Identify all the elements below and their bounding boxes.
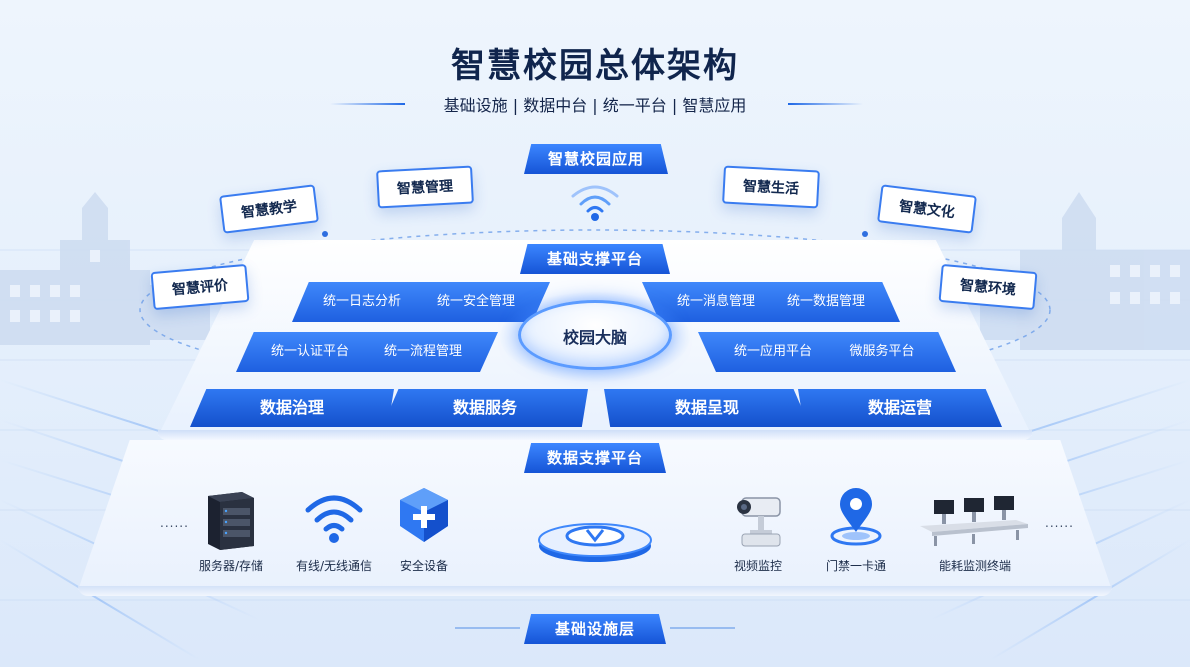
basic-support-banner: 基础支撑平台 (520, 244, 670, 274)
campus-brain (518, 300, 672, 370)
subtitle-line-right (788, 103, 863, 105)
location-icon (830, 488, 882, 546)
device-label-access: 门禁一卡通 (825, 559, 886, 573)
data-support-banner: 数据支撑平台 (524, 443, 666, 473)
ellipsis-right: ...... (1045, 516, 1074, 530)
device-label-network: 有线/无线通信 (295, 559, 373, 573)
page-subtitle: 基础设施 | 数据中台 | 统一平台 | 智慧应用 (443, 96, 747, 115)
data-presentation: 数据呈现 (604, 389, 810, 427)
app-card-life: 智慧生活 (722, 165, 820, 209)
module-microservice-platform: 微服务平台 (808, 332, 956, 372)
subtitle-line-left (330, 103, 405, 105)
wifi-icon (305, 495, 363, 543)
data-hub-icon (538, 523, 652, 562)
module-process-management: 统一流程管理 (348, 332, 498, 372)
module-log-analysis: 统一日志分析 (292, 282, 432, 322)
campus-brain-label: 校园大脑 (562, 328, 627, 347)
data-operations: 数据运营 (798, 389, 1002, 427)
workstation-icon (920, 496, 1028, 546)
module-data-management: 统一数据管理 (752, 282, 900, 322)
device-label-security: 安全设备 (399, 559, 448, 573)
device-label-energy: 能耗监测终端 (938, 559, 1011, 573)
device-label-camera: 视频监控 (733, 559, 782, 573)
page-title: 智慧校园总体架构 (451, 46, 739, 86)
application-layer-banner: 智慧校园应用 (524, 144, 668, 174)
infrastructure-banner: 基础设施层 (524, 614, 666, 644)
data-support-platform-edge (78, 586, 1112, 596)
module-security-management: 统一安全管理 (402, 282, 550, 322)
basic-support-platform-edge (158, 430, 1032, 440)
shield-icon (400, 488, 448, 542)
data-service: 数据服务 (382, 389, 588, 427)
device-label-server: 服务器/存储 (198, 559, 264, 573)
ellipsis-left: ...... (160, 516, 189, 530)
camera-icon (737, 497, 781, 547)
module-message-management: 统一消息管理 (642, 282, 790, 322)
server-icon (208, 492, 254, 550)
app-card-management: 智慧管理 (376, 165, 474, 209)
data-governance: 数据治理 (190, 389, 394, 427)
signal-icon (571, 185, 619, 221)
